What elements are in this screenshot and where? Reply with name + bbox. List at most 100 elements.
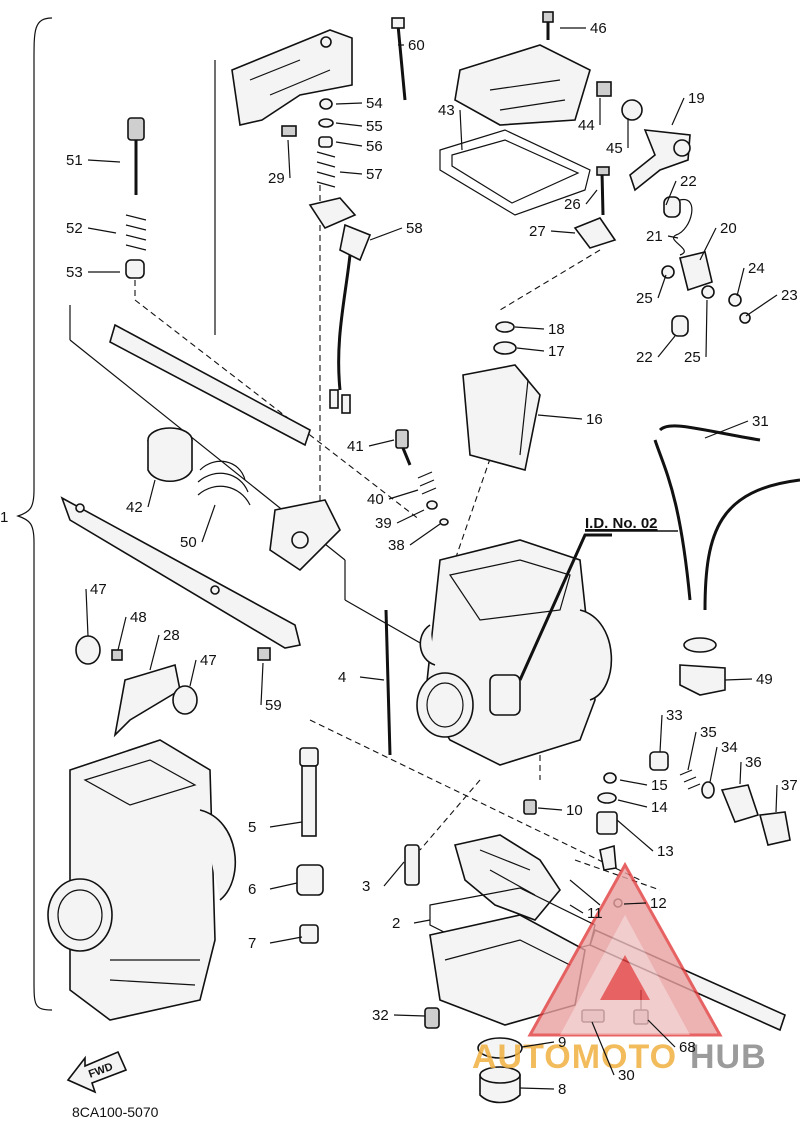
callout-label-28: 28	[163, 627, 180, 644]
callout-label-45: 45	[606, 140, 623, 157]
callout-label-40: 40	[367, 491, 384, 508]
callout-leader-41	[368, 439, 395, 447]
callout-leader-28	[149, 634, 160, 671]
callout-label-68: 68	[679, 1039, 696, 1056]
throttle-lever	[596, 81, 691, 192]
callout-label-59: 59	[265, 697, 282, 714]
callout-leader-13	[616, 819, 654, 852]
callout-label-29: 29	[268, 170, 285, 187]
link-plate	[60, 496, 301, 649]
callout-label-43: 43	[438, 102, 455, 119]
part-3	[404, 844, 420, 886]
rod	[109, 323, 311, 447]
callout-leader-7	[269, 936, 303, 944]
callout-leader-32	[393, 1014, 426, 1017]
callout-leader-10	[537, 807, 563, 811]
callout-label-15: 15	[651, 777, 668, 794]
callout-leader-37	[775, 784, 778, 813]
callout-label-11: 11	[587, 905, 603, 922]
callout-label-22: 22	[680, 173, 697, 190]
callout-label-3: 3	[362, 878, 370, 895]
callout-leader-25	[657, 274, 667, 299]
cover-plate	[231, 29, 353, 126]
callout-leader-26	[585, 189, 598, 205]
top-cover	[439, 44, 591, 216]
callout-leader-15	[619, 779, 648, 786]
callout-leader-56	[335, 141, 363, 147]
clip-49	[679, 637, 726, 696]
callout-leader-36	[739, 761, 742, 785]
callout-label-36: 36	[745, 754, 762, 771]
callout-label-14: 14	[651, 799, 668, 816]
callout-leader-30	[591, 1021, 615, 1076]
plug-and-washer	[477, 1037, 523, 1104]
jets-5-7	[296, 747, 324, 944]
callout-leader-8	[519, 1087, 555, 1090]
callout-leader-35	[687, 731, 697, 771]
callout-leader-25	[705, 299, 708, 358]
callout-leader-22	[665, 180, 677, 206]
callout-label-37: 37	[781, 777, 798, 794]
callout-label-30: 30	[618, 1067, 635, 1084]
callout-leader-21	[667, 235, 679, 239]
id-number-label: I.D. No. 02	[585, 515, 658, 532]
callout-leader-43	[459, 109, 463, 151]
callout-leader-31	[704, 420, 749, 439]
lever-28	[75, 635, 271, 738]
callout-leader-33	[659, 714, 663, 753]
callout-label-38: 38	[388, 537, 405, 554]
fwd-arrow-icon: FWD	[66, 1050, 128, 1094]
callout-leader-24	[736, 267, 745, 297]
callout-leader-34	[709, 746, 718, 783]
callout-label-18: 18	[548, 321, 565, 338]
callout-leader-47	[189, 659, 197, 687]
callout-label-25: 25	[684, 349, 701, 366]
callout-label-5: 5	[248, 819, 256, 836]
callout-label-16: 16	[586, 411, 603, 428]
callout-leader-51	[87, 159, 121, 163]
callout-label-24: 24	[748, 260, 765, 277]
id-pointer-line	[518, 533, 612, 681]
callout-leader-20	[699, 227, 717, 261]
callout-label-20: 20	[720, 220, 737, 237]
callout-leader-29	[287, 139, 291, 179]
watermark-text-part2: HUB	[690, 1038, 767, 1076]
callout-leader-6	[269, 882, 298, 890]
vent-hoses	[653, 424, 800, 611]
screw-46	[542, 11, 554, 40]
callout-label-44: 44	[578, 117, 595, 134]
callout-leader-58	[369, 227, 403, 241]
callout-label-50: 50	[180, 534, 197, 551]
callout-label-19: 19	[688, 90, 705, 107]
callout-label-41: 41	[347, 438, 364, 455]
callout-leader-3	[383, 861, 405, 887]
callout-label-52: 52	[66, 220, 83, 237]
callout-leader-68	[647, 1019, 676, 1048]
callout-label-57: 57	[366, 166, 383, 183]
callout-label-54: 54	[366, 95, 383, 112]
callout-leader-16	[537, 414, 583, 420]
callout-leader-12	[623, 902, 647, 905]
screw-10	[523, 799, 537, 815]
callout-leader-22	[657, 335, 676, 358]
callout-leader-59	[260, 662, 264, 706]
callout-label-48: 48	[130, 609, 147, 626]
callout-label-25: 25	[636, 290, 653, 307]
callout-label-12: 12	[650, 895, 667, 912]
washers-14-15	[596, 772, 618, 871]
callout-leader-38	[409, 523, 441, 546]
callout-label-55: 55	[366, 118, 383, 135]
diagram-code: 8CA100-5070	[72, 1104, 159, 1120]
callout-leader-27	[550, 230, 576, 234]
choke-fitting	[308, 197, 372, 414]
callout-label-13: 13	[657, 843, 674, 860]
assembly-number-label: 1	[0, 509, 8, 526]
callout-leader-11	[569, 904, 584, 914]
callout-label-27: 27	[529, 223, 546, 240]
callout-label-10: 10	[566, 802, 583, 819]
callout-label-2: 2	[392, 915, 400, 932]
callout-leader-19	[671, 97, 685, 126]
callout-label-33: 33	[666, 707, 683, 724]
